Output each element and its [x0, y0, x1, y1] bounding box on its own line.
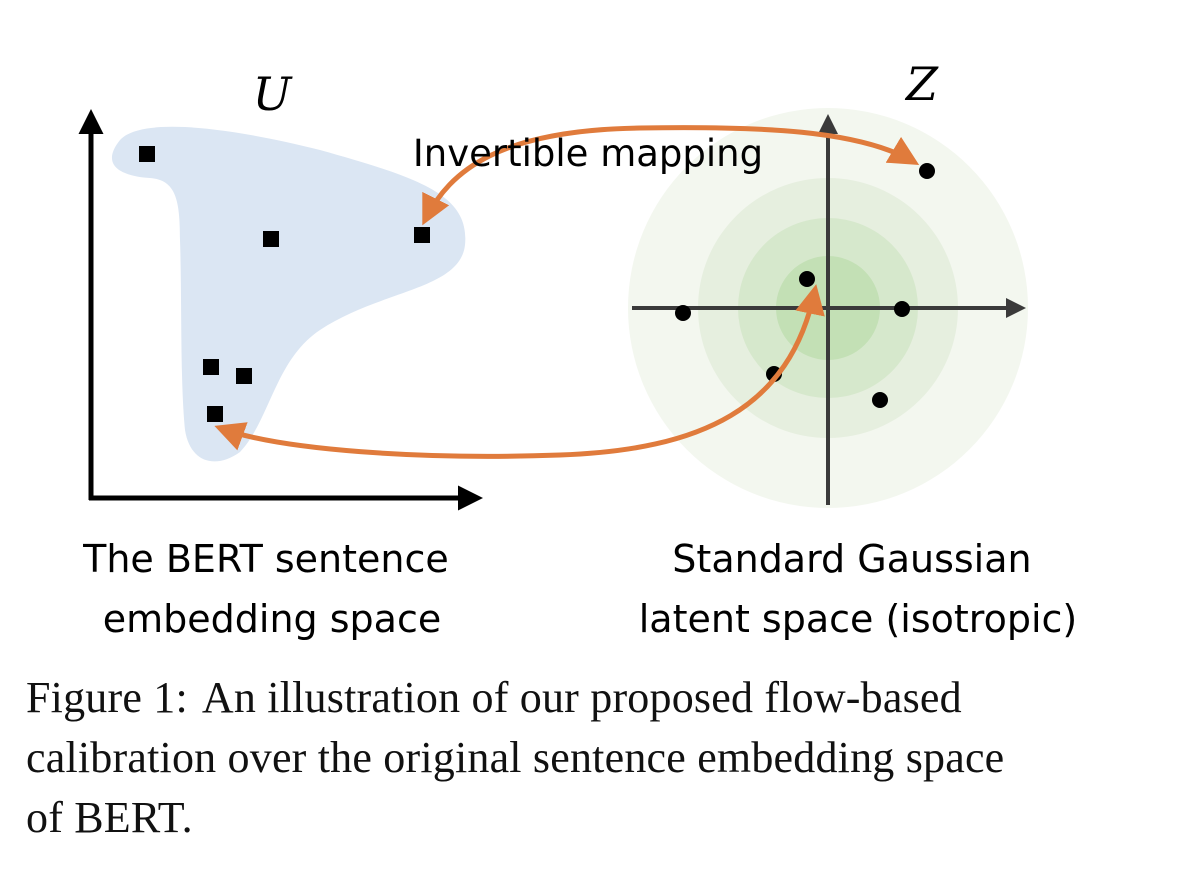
caption-label: Figure 1: — [26, 673, 188, 722]
embedding-region — [111, 126, 466, 462]
left-space-caption: The BERT sentence embedding space — [82, 537, 461, 641]
caption-text-1: An illustration of our proposed flow-bas… — [201, 673, 962, 722]
square-marker — [207, 406, 223, 422]
right-caption-line-2: latent space (isotropic) — [639, 597, 1078, 641]
caption-line-3: of BERT. — [26, 793, 193, 842]
caption-line-2: calibration over the original sentence e… — [26, 733, 1005, 782]
right-space-symbol: Z — [904, 57, 939, 111]
square-marker — [263, 231, 279, 247]
circle-marker — [919, 163, 935, 179]
left-space-symbol: U — [253, 67, 294, 121]
left-caption-line-1: The BERT sentence — [82, 537, 449, 581]
square-marker — [236, 368, 252, 384]
figure-caption: Figure 1: An illustration of our proposed… — [26, 668, 1156, 848]
caption-line-1: Figure 1: An illustration of our proposed… — [26, 668, 1156, 728]
circle-marker — [799, 271, 815, 287]
square-marker — [139, 146, 155, 162]
square-marker — [414, 227, 430, 243]
circle-marker — [872, 392, 888, 408]
mapping-label: Invertible mapping — [413, 132, 763, 175]
invertible-mapping-arrows — [214, 125, 920, 459]
circle-marker — [675, 305, 691, 321]
right-space-caption: Standard Gaussian latent space (isotropi… — [639, 537, 1078, 641]
square-marker — [203, 359, 219, 375]
bottom-mapping-arrow — [214, 284, 825, 459]
top-mapping-arrow — [422, 125, 920, 226]
circle-marker — [894, 301, 910, 317]
right-caption-line-1: Standard Gaussian — [672, 537, 1031, 581]
left-caption-line-2: embedding space — [103, 597, 441, 641]
